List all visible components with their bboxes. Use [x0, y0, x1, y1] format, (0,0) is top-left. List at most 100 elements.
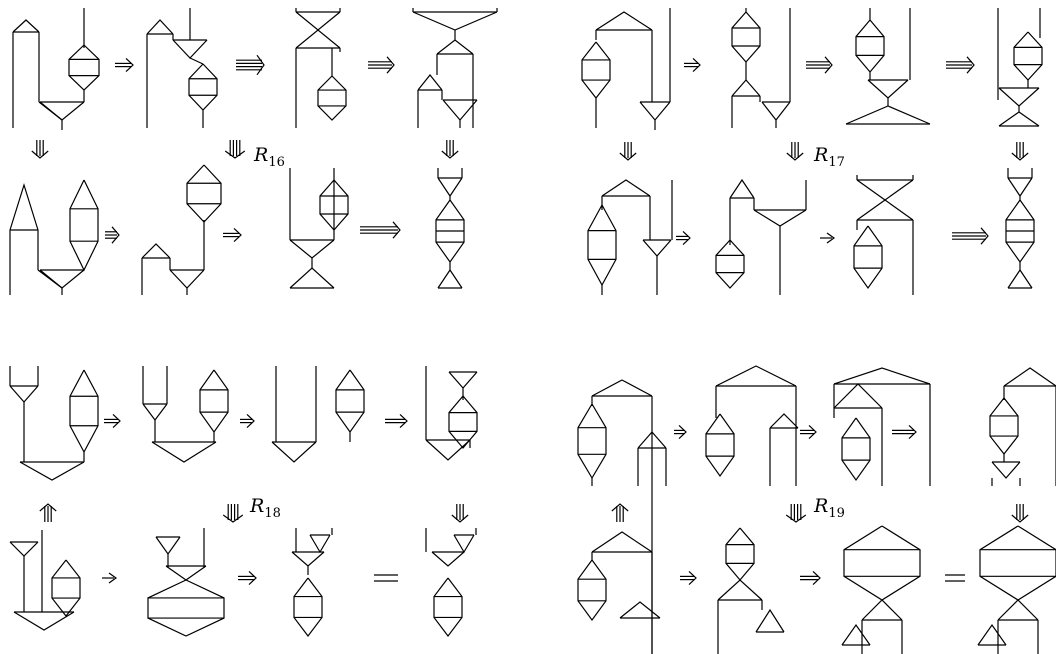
diamond-node [705, 413, 735, 478]
arrow-head [826, 232, 836, 244]
split-triangle-down [155, 536, 181, 556]
split-triangle-down [431, 551, 465, 567]
wire [189, 57, 204, 65]
diamond-node [979, 525, 1056, 601]
arrow-head [233, 227, 242, 243]
diamond-node [715, 239, 745, 289]
split-triangle-down [172, 39, 208, 59]
split-triangle-down [761, 101, 791, 121]
arrow-head [224, 150, 246, 159]
split-triangle-down [39, 101, 85, 121]
split-triangle-down [9, 385, 39, 403]
merge-triangle-up [595, 11, 653, 31]
arrow-head [824, 56, 833, 74]
split-triangle-down [295, 11, 341, 31]
arrow-head [125, 57, 134, 73]
diamond-node [1013, 31, 1043, 81]
merge-triangle-up [856, 199, 914, 221]
split-triangle-down [856, 179, 914, 201]
diamond-node [587, 204, 617, 287]
diamond-node [335, 369, 365, 434]
label-r17: R17 [814, 144, 845, 170]
split-triangle-down [309, 534, 331, 554]
merge-triangle-up [997, 599, 1039, 621]
arrow-head [980, 227, 989, 245]
arrow-head [111, 226, 120, 244]
merge-triangle-up [731, 79, 761, 97]
merge-triangle-up [715, 365, 797, 387]
diamond-node [188, 63, 218, 111]
arrow-head [222, 514, 244, 523]
split-triangle-down [642, 239, 672, 257]
split-triangle-down [142, 403, 168, 421]
split-triangle-down [13, 611, 75, 631]
diamond-node [147, 579, 225, 637]
split-triangle-down [753, 209, 807, 227]
split-triangle-down [1007, 177, 1033, 198]
diamond-node [186, 164, 222, 223]
merge-triangle-up [769, 413, 799, 429]
diamond-node [68, 44, 100, 91]
merge-triangle-up [12, 19, 40, 33]
diamond-node [841, 417, 871, 482]
split-triangle-down [453, 534, 475, 554]
split-triangle-down [639, 101, 671, 121]
split-triangle-down [998, 87, 1040, 107]
merge-triangle-up [998, 111, 1040, 127]
arrow-head [256, 54, 265, 76]
arrow-head [812, 570, 821, 586]
merge-triangle-up [417, 74, 443, 91]
diamond-node [199, 369, 229, 434]
split-triangle-down [991, 461, 1021, 479]
arrow-head [785, 514, 807, 523]
split-triangle-down [9, 541, 39, 557]
arrow-head [112, 413, 121, 429]
split-triangle-down [291, 551, 325, 567]
diamond-node [317, 75, 347, 121]
merge-triangle-up [717, 579, 763, 601]
split-triangle-down [39, 269, 85, 289]
label-r16: R16 [254, 144, 285, 170]
split-triangle-down [169, 269, 205, 289]
merge-triangle-up [601, 179, 651, 197]
split-triangle-down [271, 441, 317, 463]
label-r19: R19 [814, 495, 845, 521]
arrow-head [611, 503, 629, 512]
merge-triangle-up [755, 608, 785, 633]
split-triangle-down [289, 239, 335, 259]
diamond-node [577, 559, 607, 622]
arrow-head [688, 570, 697, 586]
split-triangle-down [448, 371, 478, 389]
diamond-node [855, 19, 885, 73]
split-triangle-down [442, 99, 478, 121]
merge-triangle-up [436, 39, 474, 55]
merge-triangle-up [591, 531, 653, 553]
arrow-head [966, 56, 975, 74]
merge-triangle-up [833, 383, 883, 409]
arrow-head [399, 413, 408, 429]
merge-triangle-up [9, 182, 39, 231]
merge-triangle-up [591, 379, 653, 397]
arrow-head [451, 514, 469, 523]
diamond-node [69, 179, 99, 272]
split-triangle-down [425, 439, 471, 461]
merge-triangle-up [146, 19, 174, 35]
diamond-node [989, 397, 1019, 455]
diamond-node [725, 527, 755, 581]
merge-triangle-up [437, 268, 463, 289]
merge-triangle-up [833, 367, 931, 385]
merge-triangle-up [845, 105, 931, 125]
split-triangle-down [867, 79, 909, 99]
diamond-node [293, 577, 323, 637]
merge-triangle-up [729, 178, 755, 199]
arrow-head [108, 572, 118, 584]
merge-triangle-up [861, 599, 903, 621]
merge-triangle-up [977, 623, 1007, 646]
arrow-head [786, 152, 804, 161]
arrow-head [1011, 152, 1029, 161]
arrow-head [441, 150, 459, 159]
diamond-node [731, 11, 761, 63]
arrow-head [678, 424, 687, 440]
arrow-head [246, 413, 255, 429]
